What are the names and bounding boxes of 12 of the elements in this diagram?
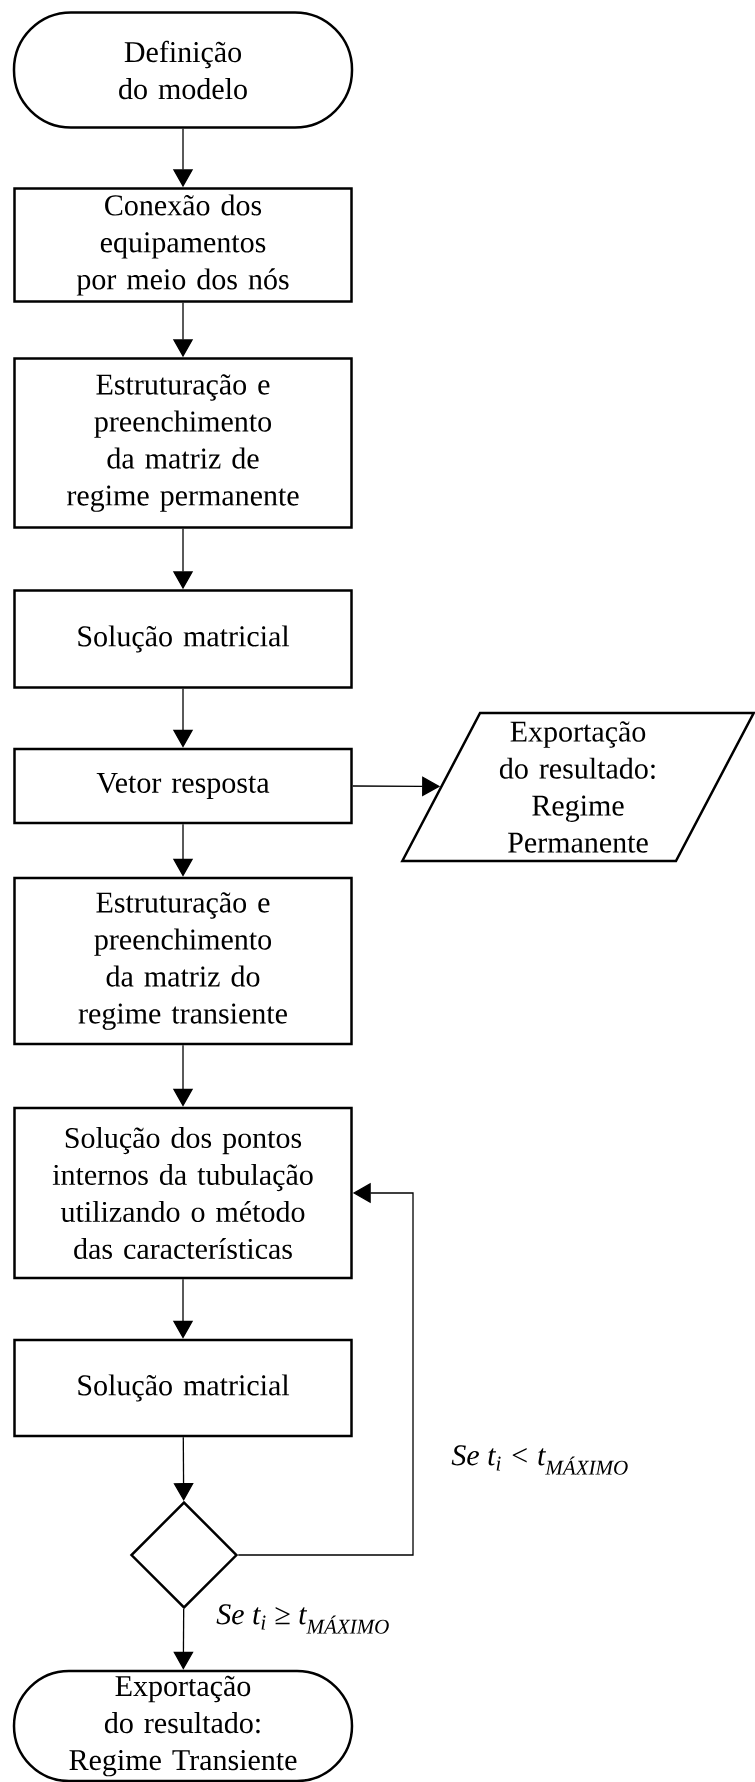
process-box: Solução matricial (13, 589, 353, 689)
process-box: Vetor resposta (13, 747, 353, 825)
terminal-box: Exportação do resultado: Regime Transiente (12, 1669, 354, 1782)
process-box: Estruturação e preenchimento da matriz de regime permanente (13, 357, 353, 529)
process-box: Estruturação e preenchimento da matriz do regime transiente (13, 876, 353, 1046)
arrow (173, 1608, 194, 1670)
terminal-box: Definição do modelo (12, 11, 354, 129)
process-box: Conexão dos equipamentos por meio dos nós (13, 187, 353, 303)
process-box: Solução dos pontos internos da tubulação utilizando o método das características (13, 1106, 353, 1280)
edge-label: Se t$_{i}$ ≥ t$_{MÁXIMO}$ (215, 1603, 391, 1635)
edge-label: Se t$_{i}$ < t$_{MÁXIMO}$ (450, 1444, 630, 1476)
process-box: Solução matricial (13, 1338, 353, 1438)
